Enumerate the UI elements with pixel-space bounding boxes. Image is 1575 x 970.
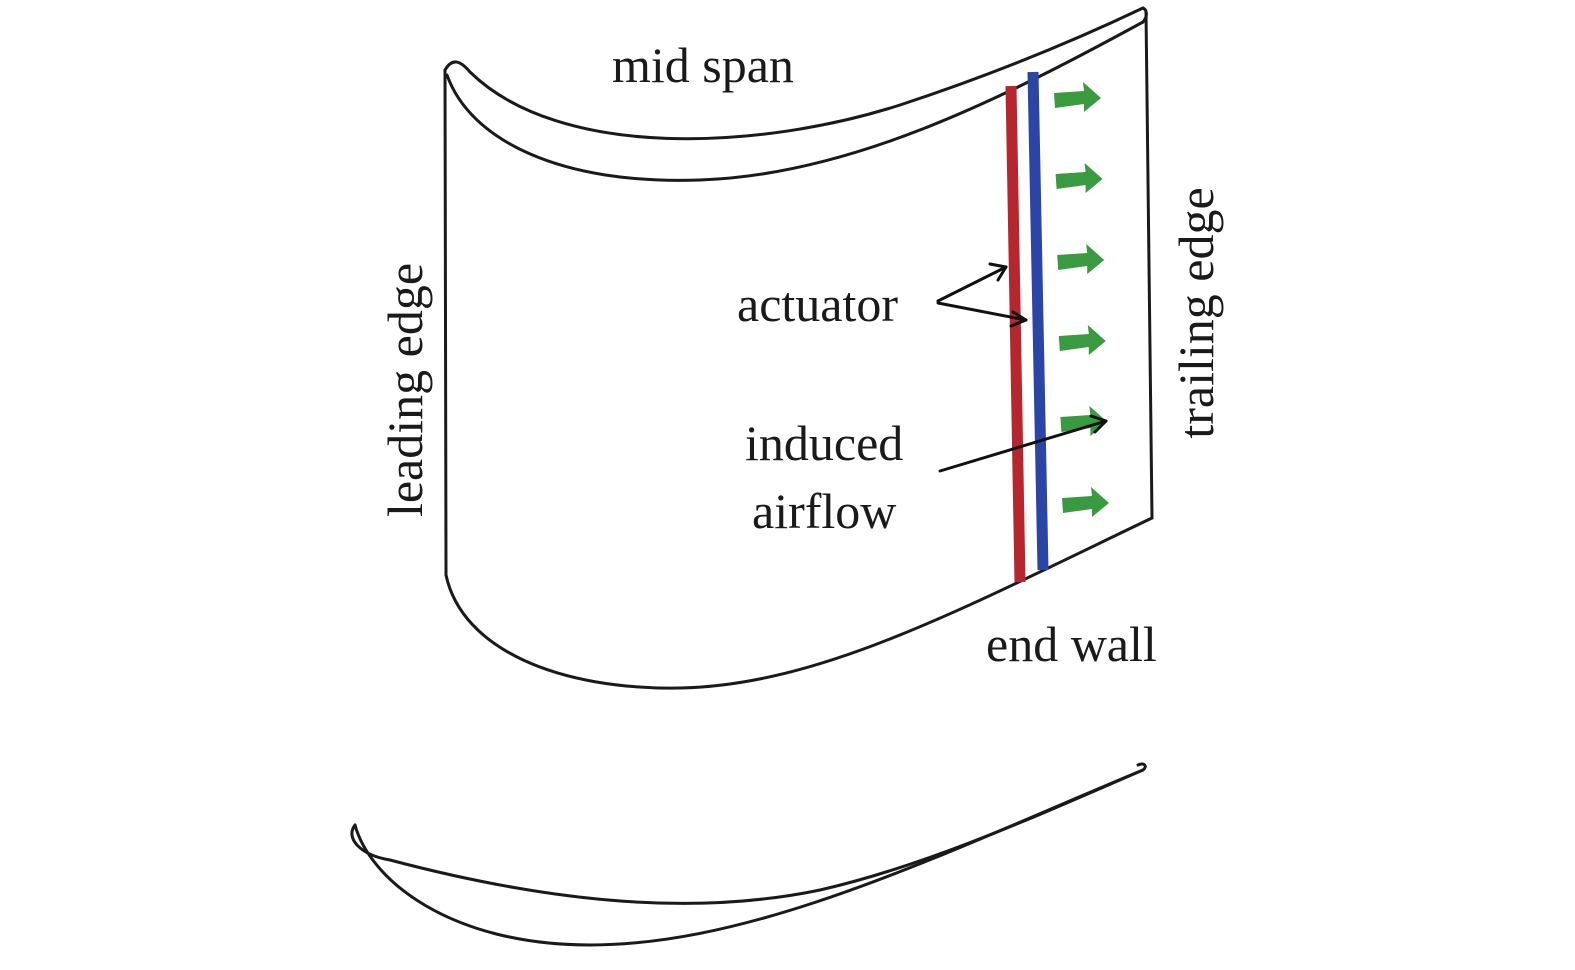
actuator-blue-electrode	[1027, 71, 1049, 571]
actuator-leader-to-red	[936, 265, 1008, 303]
blade-outline	[443, 6, 1154, 690]
airfoil-profile	[350, 762, 1147, 947]
actuator-leader-to-blue-head	[1009, 310, 1028, 328]
airflow-leader-head	[1089, 414, 1108, 434]
trailing-edge-label: trailing edge	[1168, 187, 1224, 439]
airflow-leader	[938, 419, 1108, 473]
flow-arrow	[1054, 82, 1101, 112]
leading-edge-line	[443, 68, 448, 577]
flow-arrow	[1062, 487, 1109, 517]
airfoil-trailing-tip	[1136, 762, 1147, 772]
actuator-red-electrode	[1005, 85, 1026, 583]
flow-arrows	[1054, 82, 1109, 517]
mid-span-inner-curve	[445, 20, 1145, 182]
leading-edge-label: leading edge	[377, 262, 433, 518]
induced-airflow-label-line1: induced	[745, 415, 904, 471]
airfoil-pressure-side	[353, 768, 1145, 947]
flow-arrow	[1055, 163, 1103, 193]
end-wall-curve	[444, 516, 1154, 690]
leader-lines	[936, 262, 1108, 473]
actuator-label: actuator	[737, 276, 899, 332]
actuator-electrodes	[1005, 71, 1049, 583]
airfoil-suction-side	[350, 768, 1145, 905]
mid-span-outer-curve	[443, 6, 1145, 141]
flow-arrow	[1058, 325, 1106, 355]
mid-span-label: mid span	[612, 37, 794, 93]
actuator-leader-to-red-head	[988, 262, 1008, 282]
flow-arrow	[1057, 244, 1105, 274]
trailing-edge-line	[1144, 10, 1154, 520]
induced-airflow-label-line2: airflow	[752, 483, 897, 539]
end-wall-label: end wall	[986, 616, 1157, 672]
flow-arrow	[1060, 406, 1108, 436]
actuator-leader-to-blue	[936, 301, 1028, 322]
